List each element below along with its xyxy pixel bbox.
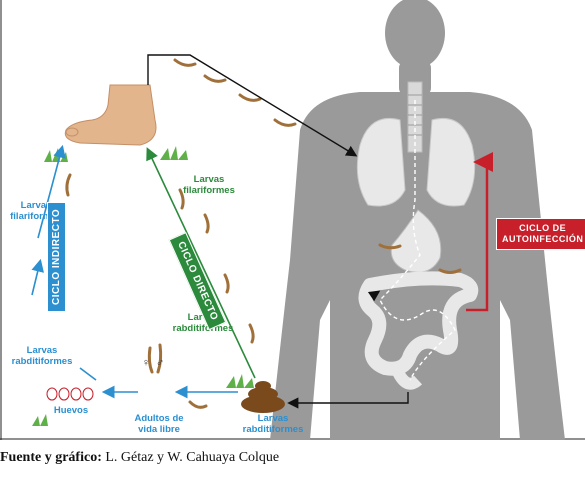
caption-source-label: Fuente y gráfico: (0, 450, 102, 465)
stool-illustration (241, 381, 285, 413)
arrow-foot-to-lungs (147, 54, 358, 157)
lungs (356, 118, 476, 207)
arrow-intestine-to-stool (287, 392, 409, 409)
figure-caption: Fuente y gráfico: L. Gétaz y W. Cahuaya … (0, 450, 279, 466)
indirect-arrow-up (31, 258, 44, 296)
direct-cycle-arrow (146, 147, 256, 379)
label-larvas-filariformes-center: Larvas filariformes (183, 174, 235, 196)
grass-tuft (32, 414, 48, 426)
indirect-arrow-to-foot (37, 144, 66, 239)
banner-ciclo-autoinfeccion: CICLO DE AUTOINFECCIÓN (496, 218, 585, 250)
label-huevos: Huevos (53, 405, 89, 416)
grass-tuft (44, 148, 68, 162)
label-larvas-rabditiformes-left: Larvas rabditiformes (11, 345, 73, 367)
label-larvas-filariformes-left: Larvas filariformes (10, 200, 62, 222)
intestines (358, 271, 479, 376)
autoinfection-arrow (466, 152, 493, 312)
label-adultos-vida-libre: Adultos de vida libre (134, 413, 184, 435)
foot-illustration (64, 84, 157, 146)
eggs-icon (46, 387, 94, 401)
banner-ciclo-indirecto: CICLO INDIRECTO (47, 201, 66, 312)
grass-tuft (160, 146, 188, 160)
diagram-graphics (0, 0, 585, 440)
male-symbol: ♂ (155, 357, 165, 369)
grass-tuft (226, 374, 254, 388)
caption-authors: L. Gétaz y W. Cahuaya Colque (101, 450, 280, 465)
indirect-arrow-eggs (79, 367, 97, 381)
female-symbol: ♀ (141, 357, 151, 369)
life-cycle-diagram: Larvas filariformes Larvas filariformes … (0, 0, 585, 440)
label-larvas-rabditiformes-bottom: Larvas rabditiformes (242, 413, 304, 435)
